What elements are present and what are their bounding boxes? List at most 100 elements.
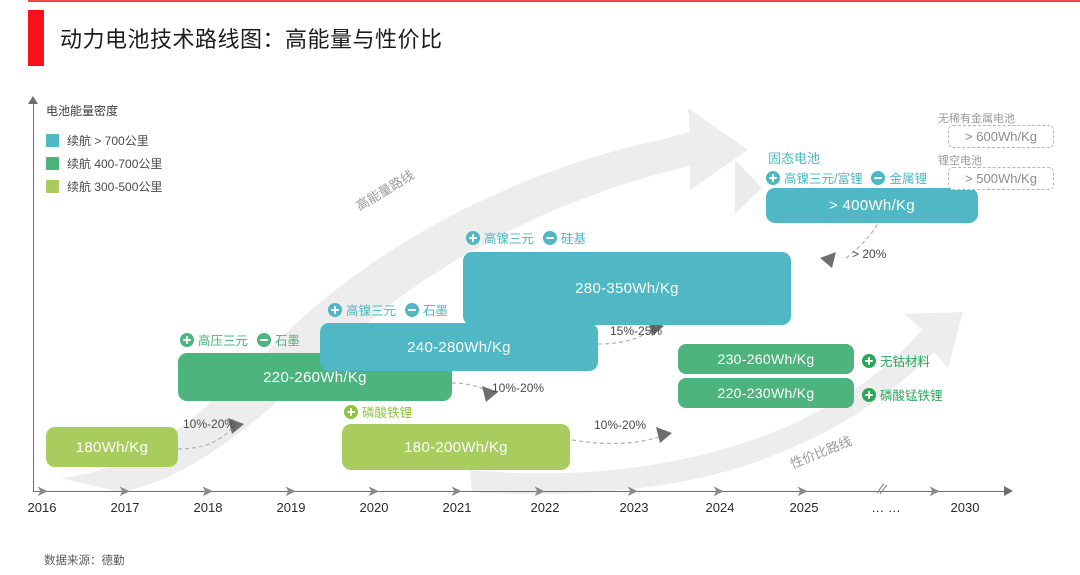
tag-add-high-voltage-ternary: 高压三元	[180, 330, 248, 349]
tag-label: 石墨	[275, 334, 301, 348]
plus-icon	[766, 170, 780, 185]
legend: 续航 > 700公里 续航 400-700公里 续航 300-500公里	[46, 130, 162, 199]
tag-label: 高压三元	[198, 334, 249, 348]
x-tick-label-2020: 2020	[359, 500, 389, 515]
tag-add-high-nickel-lithium-rich: 高镍三元/富锂	[766, 168, 862, 187]
axis-break-icon: //	[875, 480, 888, 499]
tag-add-lmfp: 磷酸锰铁锂	[862, 385, 943, 404]
plus-icon	[180, 332, 194, 347]
x-tick-chevron: ➤	[796, 483, 809, 500]
x-tick-chevron: ➤	[450, 483, 463, 500]
tag-remove-silicon-based: 硅基	[543, 228, 586, 247]
tag-add-cobalt-free: 无钴材料	[862, 351, 930, 370]
plus-icon	[344, 404, 358, 419]
y-axis-arrow	[28, 96, 38, 104]
x-tick-chevron: ➤	[928, 483, 941, 500]
tag-row-solid-state: 高镍三元/富锂 金属锂	[766, 168, 927, 187]
tag-remove-graphite: 石墨	[257, 330, 300, 349]
milestone-box-solid-state[interactable]: > 400Wh/Kg	[766, 188, 978, 223]
future-caption-rare-metal-free: 无稀有金属电池	[938, 113, 1015, 125]
route-label-value: 性价比路线	[787, 433, 854, 472]
milestone-box-2021[interactable]: 280-350Wh/Kg	[463, 252, 791, 325]
x-tick-label-ellipsis: … …	[871, 500, 901, 515]
connector-label-3: 15%-25%	[610, 324, 663, 338]
tag-label: 无钴材料	[880, 355, 931, 369]
tag-row-2020-lfp: 磷酸铁锂	[344, 402, 412, 421]
connector-label-5: 10%-20%	[594, 418, 647, 432]
y-axis-line	[33, 100, 34, 492]
y-axis-label: 电池能量密度	[46, 104, 119, 118]
minus-icon	[543, 230, 558, 245]
tag-row-2024-lmfp: 磷酸锰铁锂	[862, 385, 943, 404]
tag-label: 磷酸锰铁锂	[880, 389, 943, 403]
tag-remove-lithium-metal: 金属锂	[871, 168, 927, 187]
page-title: 动力电池技术路线图：高能量与性价比	[60, 27, 443, 52]
tag-label: 高镍三元	[346, 304, 397, 318]
section-head-solid-state: 固态电池	[768, 151, 821, 166]
source-note: 数据来源：德勤	[44, 555, 125, 567]
future-box-rare-metal-free[interactable]: > 600Wh/Kg	[948, 125, 1054, 148]
top-rule	[28, 0, 1080, 2]
milestone-box-2024-cobalt-free[interactable]: 230-260Wh/Kg	[678, 344, 854, 374]
x-tick-chevron: ➤	[367, 483, 380, 500]
tag-add-high-nickel-ternary: 高镍三元	[466, 228, 534, 247]
connector-label-4: > 20%	[852, 247, 887, 261]
tag-label: 石墨	[423, 304, 449, 318]
x-axis-line	[33, 491, 1008, 492]
legend-item-blue: 续航 > 700公里	[46, 130, 162, 151]
legend-label: 续航 > 700公里	[67, 134, 149, 148]
milestone-box-2019[interactable]: 240-280Wh/Kg	[320, 323, 598, 371]
x-tick-label-2022: 2022	[530, 500, 560, 515]
milestone-box-2016[interactable]: 180Wh/Kg	[46, 427, 178, 467]
legend-label: 续航 400-700公里	[67, 157, 163, 171]
minus-icon	[405, 302, 420, 317]
tag-label: 磷酸铁锂	[362, 406, 413, 420]
milestone-box-2024-lmfp[interactable]: 220-230Wh/Kg	[678, 378, 854, 408]
legend-swatch-icon	[46, 134, 59, 147]
legend-label: 续航 300-500公里	[67, 180, 163, 194]
minus-icon	[257, 332, 272, 347]
x-axis-arrow	[1004, 486, 1013, 496]
x-tick-chevron: ➤	[201, 483, 214, 500]
x-tick-label-2025: 2025	[789, 500, 819, 515]
legend-swatch-icon	[46, 157, 59, 170]
future-box-lithium-air[interactable]: > 500Wh/Kg	[948, 167, 1054, 190]
x-tick-label-2024: 2024	[705, 500, 735, 515]
x-tick-chevron: ➤	[626, 483, 639, 500]
future-caption-lithium-air: 锂空电池	[938, 155, 982, 167]
milestone-box-2018[interactable]: 220-260Wh/Kg	[178, 353, 452, 401]
x-tick-label-2017: 2017	[110, 500, 140, 515]
minus-icon	[871, 170, 886, 185]
tag-row-2019: 高镍三元 石墨	[328, 300, 448, 319]
x-tick-chevron: ➤	[712, 483, 725, 500]
x-tick-label-2023: 2023	[619, 500, 649, 515]
x-tick-label-2016: 2016	[27, 500, 57, 515]
tag-label: 高镍三元/富锂	[784, 172, 863, 186]
tag-row-2021: 高镍三元 硅基	[466, 228, 586, 247]
plus-icon	[862, 387, 876, 402]
plus-icon	[466, 230, 480, 245]
legend-swatch-icon	[46, 180, 59, 193]
accent-bar	[28, 10, 44, 66]
x-tick-label-2019: 2019	[276, 500, 306, 515]
milestone-box-2020-lfp[interactable]: 180-200Wh/Kg	[342, 424, 570, 470]
legend-item-lightgreen: 续航 300-500公里	[46, 176, 162, 197]
connector-label-2: 10%-20%	[492, 381, 545, 395]
x-tick-label-2021: 2021	[442, 500, 472, 515]
plus-icon	[328, 302, 342, 317]
tag-remove-graphite: 石墨	[405, 300, 448, 319]
tag-add-high-nickel-ternary: 高镍三元	[328, 300, 396, 319]
x-tick-chevron: ➤	[36, 483, 49, 500]
plus-icon	[862, 353, 876, 368]
x-tick-chevron: ➤	[533, 483, 546, 500]
tag-add-lfp: 磷酸铁锂	[344, 402, 412, 421]
tag-row-2024-cobalt-free: 无钴材料	[862, 351, 930, 370]
legend-item-green: 续航 400-700公里	[46, 153, 162, 174]
connector-label-1: 10%-20%	[183, 417, 236, 431]
x-tick-chevron: ➤	[284, 483, 297, 500]
route-label-energy: 高能量路线	[353, 167, 417, 214]
x-tick-label-2030: 2030	[950, 500, 980, 515]
tag-label: 金属锂	[889, 172, 927, 186]
tag-row-2018: 高压三元 石墨	[180, 330, 300, 349]
